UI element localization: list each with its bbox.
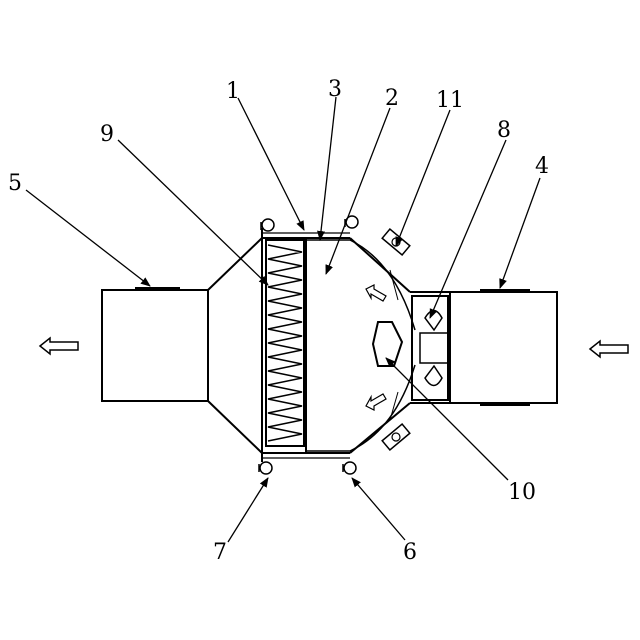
inlet-flow-arrow: [590, 341, 628, 357]
label-2: 2: [385, 86, 399, 111]
label-4: 4: [535, 154, 549, 179]
bolts: [259, 216, 358, 474]
outlet-flow-arrow: [40, 338, 78, 354]
label-3: 3: [328, 77, 342, 102]
hinge-clamps: [382, 229, 410, 450]
label-9: 9: [100, 122, 114, 147]
label-6: 6: [403, 540, 417, 565]
label-1: 1: [226, 79, 240, 104]
leader-lines: [26, 97, 540, 542]
label-11: 11: [436, 88, 464, 113]
filter-element: [266, 240, 304, 446]
airflow-arrows: [366, 285, 386, 410]
label-5: 5: [8, 171, 22, 196]
outlet-duct: [102, 289, 208, 401]
left-transition: [208, 238, 262, 453]
fan: [412, 296, 448, 400]
label-10: 10: [508, 480, 536, 505]
inlet-duct: [450, 291, 557, 404]
deflector-plate: [306, 240, 415, 451]
label-7: 7: [213, 540, 227, 565]
label-8: 8: [497, 118, 511, 143]
